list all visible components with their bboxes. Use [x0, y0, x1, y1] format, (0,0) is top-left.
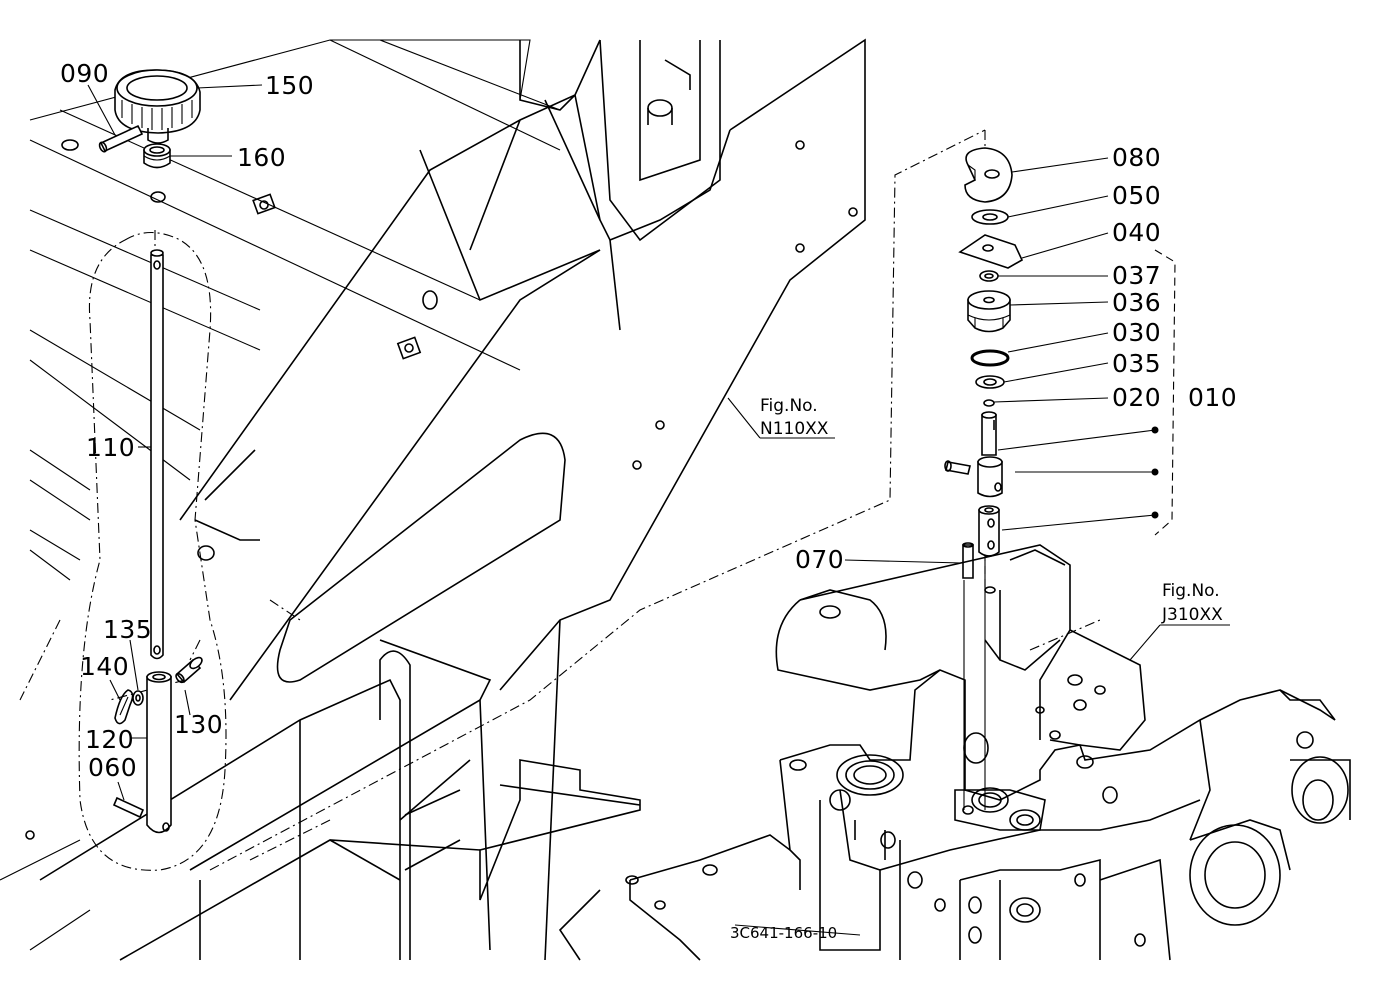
- label-140: 140: [80, 652, 129, 681]
- right-valve-assembly: [944, 147, 1176, 810]
- label-070: 070: [795, 545, 844, 574]
- plate-040-drawing: [958, 234, 1024, 269]
- label-020: 020: [1112, 383, 1161, 412]
- label-135: 135: [103, 615, 152, 644]
- label-080: 080: [1112, 143, 1161, 172]
- left-rod-assembly: [78, 69, 227, 871]
- label-090: 090: [60, 59, 109, 88]
- label-035: 035: [1112, 349, 1161, 378]
- valve-body: [558, 544, 1351, 961]
- fig-ref-n110xx-line1: Fig.No.: [760, 396, 818, 416]
- drawing-code: 3C641-166-10: [730, 924, 837, 942]
- fig-ref-j310xx-line2: J310XX: [1161, 605, 1223, 625]
- fig-ref-j310xx-line1: Fig.No.: [1162, 581, 1220, 601]
- label-110: 110: [86, 433, 135, 462]
- pin-090-drawing: [98, 124, 144, 153]
- rod-110-drawing: [150, 249, 164, 660]
- figure-references: Fig.No. N110XX Fig.No. J310XX: [760, 396, 1223, 625]
- seal-160-drawing: [143, 143, 171, 169]
- label-050: 050: [1112, 181, 1161, 210]
- ring-020-drawing: [983, 399, 995, 407]
- tube-120-drawing: [146, 671, 172, 834]
- label-037: 037: [1112, 261, 1161, 290]
- nut-036-drawing: [967, 290, 1011, 333]
- knob-150-drawing: [114, 69, 201, 144]
- label-130: 130: [174, 710, 223, 739]
- washer-050-drawing: [971, 209, 1009, 225]
- spindle-drawing: [944, 411, 1003, 557]
- label-160: 160: [237, 143, 286, 172]
- ring-037-drawing: [979, 270, 999, 282]
- plate-080-drawing: [964, 147, 1013, 203]
- washer-035-drawing: [975, 375, 1005, 389]
- part-labels-left: 090 150 160 110 135 140 130 120 060: [60, 59, 314, 782]
- part-labels-right: 080 050 040 037 036 030 035 020 010 070: [795, 143, 1237, 574]
- label-120: 120: [85, 725, 134, 754]
- label-150: 150: [265, 71, 314, 100]
- pin-060-drawing: [112, 796, 145, 819]
- label-030: 030: [1112, 318, 1161, 347]
- bolt-130-drawing: [175, 656, 203, 684]
- oring-030-drawing: [970, 349, 1010, 367]
- frame-structure: [0, 38, 866, 961]
- washer-135-drawing: [132, 690, 144, 706]
- label-010: 010: [1188, 383, 1237, 412]
- fig-ref-n110xx-line2: N110XX: [760, 419, 829, 439]
- clip-140-drawing: [114, 689, 134, 725]
- label-036: 036: [1112, 288, 1161, 317]
- leader-lines: [87, 84, 1230, 936]
- alignment-lines: [19, 129, 1101, 871]
- label-040: 040: [1112, 218, 1161, 247]
- label-060: 060: [88, 753, 137, 782]
